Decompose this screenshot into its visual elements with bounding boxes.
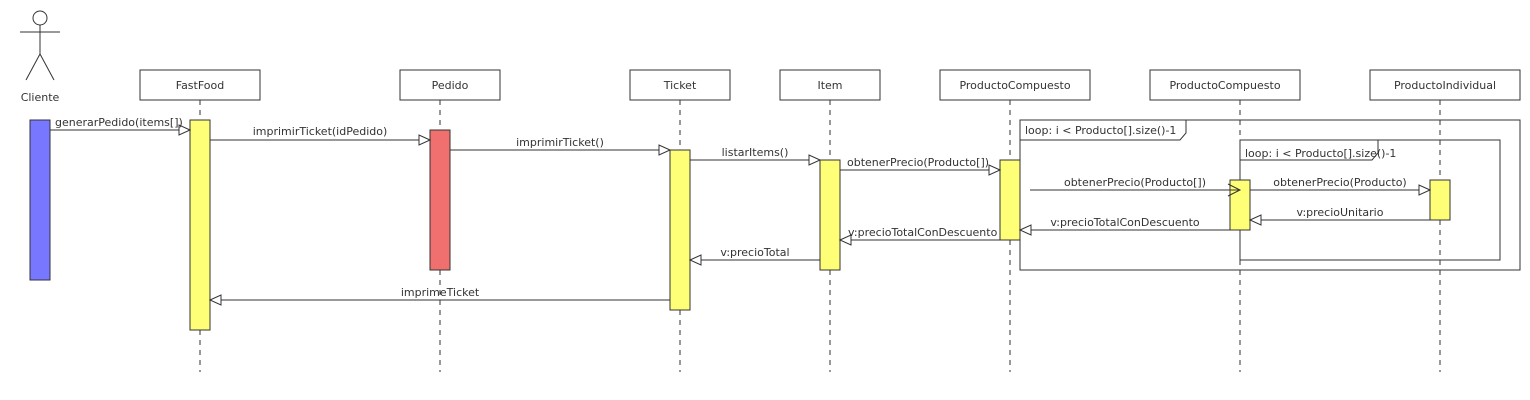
participant-productoindividual: ProductoIndividual bbox=[1369, 69, 1521, 101]
participant-label: Ticket bbox=[663, 79, 697, 92]
participant-label: ProductoCompuesto bbox=[959, 79, 1070, 92]
participant-label: Item bbox=[817, 79, 842, 92]
actor-head bbox=[32, 10, 48, 26]
participant-label: ProductoCompuesto bbox=[1169, 79, 1280, 92]
activation-cliente bbox=[29, 119, 51, 281]
actor-label: Cliente bbox=[21, 91, 60, 104]
message-generarpedido: generarPedido(items[]) bbox=[50, 116, 192, 136]
message-listaritems: listarItems() bbox=[690, 146, 822, 166]
loop-fragment-inner: loop: i < Producto[].size()-1 bbox=[1239, 139, 1501, 261]
message-label: v:precioTotalConDescuento bbox=[1050, 216, 1200, 229]
message-label: v:precioTotalConDescuento bbox=[848, 226, 998, 239]
message-label: obtenerPrecio(Producto) bbox=[1273, 176, 1406, 189]
participant-productocompuesto-2: ProductoCompuesto bbox=[1149, 69, 1301, 101]
participant-label: Pedido bbox=[432, 79, 469, 92]
message-label: v:precioTotal bbox=[720, 246, 789, 259]
participant-pedido: Pedido bbox=[399, 69, 501, 101]
message-imprimirticket: imprimirTicket() bbox=[450, 136, 672, 156]
return-imprimeticket: imprimeTicket bbox=[208, 286, 670, 306]
participant-ticket: Ticket bbox=[629, 69, 731, 101]
return-preciototalcondescuento-1: v:precioTotalConDescuento bbox=[1018, 216, 1230, 236]
loop-fragment-outer-label: loop: i < Producto[].size()-1 bbox=[1025, 124, 1176, 137]
participant-fastfood: FastFood bbox=[139, 69, 261, 101]
activation-fastfood bbox=[189, 119, 211, 331]
message-obtenerprecio-1: obtenerPrecio(Producto[]) bbox=[840, 156, 1002, 176]
participant-productocompuesto-1: ProductoCompuesto bbox=[939, 69, 1091, 101]
message-label: imprimirTicket(idPedido) bbox=[253, 125, 388, 138]
return-preciototalcondescuento-2: v:precioTotalConDescuento bbox=[838, 226, 1000, 246]
message-label: obtenerPrecio(Producto[]) bbox=[847, 156, 989, 169]
activation-productocompuesto-2 bbox=[1229, 179, 1251, 231]
return-preciototal: v:precioTotal bbox=[688, 246, 820, 266]
message-obtenerprecio-2: obtenerPrecio(Producto[]) bbox=[1030, 176, 1242, 197]
message-label: v:precioUnitario bbox=[1297, 206, 1384, 219]
message-label: generarPedido(items[]) bbox=[55, 116, 183, 129]
participant-label: ProductoIndividual bbox=[1394, 79, 1496, 92]
activation-pedido bbox=[429, 129, 451, 271]
activation-item bbox=[819, 159, 841, 271]
message-imprimirticket-idpedido: imprimirTicket(idPedido) bbox=[210, 125, 432, 146]
message-label: listarItems() bbox=[722, 146, 789, 159]
return-preciounitario: v:precioUnitario bbox=[1248, 206, 1430, 226]
participant-label: FastFood bbox=[176, 79, 224, 92]
message-label: imprimeTicket bbox=[401, 286, 480, 299]
activation-productocompuesto-1 bbox=[999, 159, 1021, 241]
message-label: imprimirTicket() bbox=[516, 136, 604, 149]
message-obtenerprecio-3: obtenerPrecio(Producto) bbox=[1250, 176, 1432, 196]
loop-fragment-inner-label: loop: i < Producto[].size()-1 bbox=[1245, 147, 1396, 160]
actor-cliente: Cliente bbox=[20, 10, 60, 104]
message-label: obtenerPrecio(Producto[]) bbox=[1064, 176, 1206, 189]
activation-ticket bbox=[669, 149, 691, 311]
activation-productoindividual bbox=[1429, 179, 1451, 221]
participant-item: Item bbox=[779, 69, 881, 101]
